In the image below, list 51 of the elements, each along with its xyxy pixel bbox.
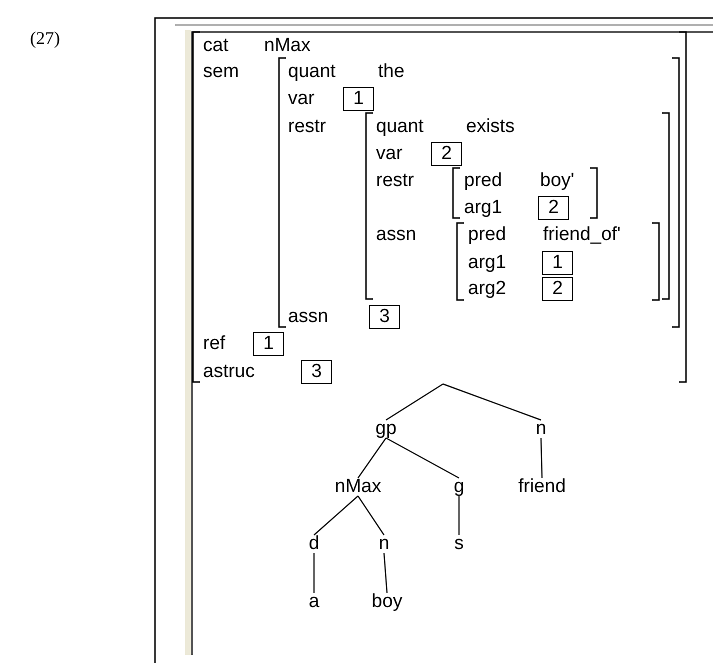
coindex-tag: 2 — [542, 277, 573, 301]
example-number: (27) — [30, 27, 60, 49]
tree-branch — [540, 438, 543, 478]
coindex-tag: 3 — [301, 360, 332, 384]
feature-name: var — [376, 143, 402, 165]
feature-name: arg2 — [468, 278, 506, 300]
tree-node-label: friend — [518, 476, 566, 498]
feature-name: var — [288, 88, 314, 110]
feature-value: nMax — [264, 35, 310, 57]
feature-value: boy' — [540, 170, 574, 192]
tree-branch — [314, 496, 358, 536]
feature-name: pred — [468, 224, 506, 246]
feature-name: astruc — [203, 361, 255, 383]
coindex-tag: 1 — [253, 332, 284, 356]
coindex-tag: 2 — [538, 196, 569, 220]
tree-node-label: nMax — [334, 476, 382, 498]
tree-branch — [383, 552, 388, 594]
tree-branch — [358, 496, 384, 536]
tree-branch — [313, 553, 315, 593]
tree-branch — [358, 438, 386, 478]
coindex-tag: 1 — [343, 87, 374, 111]
tree-node-label: n — [536, 418, 546, 440]
feature-name: assn — [376, 224, 416, 246]
feature-value: exists — [466, 116, 515, 138]
tree-node-label: g — [454, 476, 464, 498]
feature-value: friend_of' — [543, 224, 621, 246]
feature-name: assn — [288, 306, 328, 328]
feature-name: sem — [203, 61, 239, 83]
feature-value: the — [378, 61, 404, 83]
tree-node-label: s — [454, 533, 464, 555]
tree-node-label: n — [378, 533, 390, 555]
feature-name: restr — [376, 170, 414, 192]
tree-branch — [458, 496, 460, 535]
coindex-tag: 2 — [431, 142, 462, 166]
feature-name: quant — [376, 116, 424, 138]
tree-node-label: a — [308, 591, 320, 613]
feature-name: arg1 — [468, 252, 506, 274]
feature-name: arg1 — [464, 197, 502, 219]
feature-name: ref — [203, 333, 226, 355]
tree-node-label: d — [308, 533, 320, 555]
tree-branch — [386, 437, 460, 479]
coindex-tag: 1 — [542, 251, 573, 275]
feature-name: quant — [288, 61, 336, 83]
tree-node-label: boy — [372, 591, 402, 613]
tree-branch — [386, 384, 444, 420]
feature-name: cat — [203, 35, 228, 57]
coindex-tag: 3 — [369, 305, 400, 329]
feature-name: restr — [288, 116, 326, 138]
tree-branch — [442, 383, 542, 421]
feature-name: pred — [464, 170, 502, 192]
tree-node-label: gp — [375, 418, 397, 440]
